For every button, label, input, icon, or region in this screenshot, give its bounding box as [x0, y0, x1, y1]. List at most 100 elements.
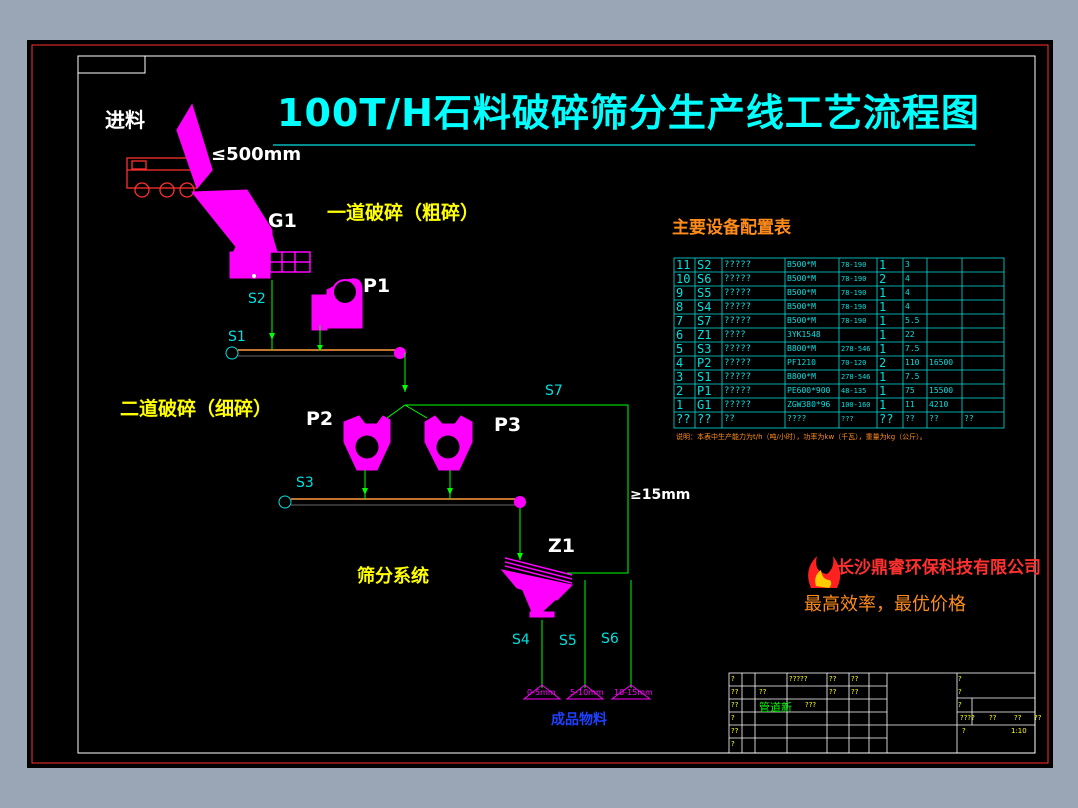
- equipment-table-cell: ??: [929, 414, 939, 423]
- corner-tag-box: [77, 55, 146, 74]
- vibrating-feeder-G1: [190, 189, 311, 279]
- title-block-cell: ?: [962, 727, 966, 735]
- title-block-cell: ??: [1034, 714, 1042, 722]
- equipment-table-cell: [964, 287, 1003, 299]
- product-label: 成品物料: [551, 712, 607, 728]
- equipment-table-cell: 7: [676, 315, 684, 327]
- belt-S4-label: S4: [512, 632, 530, 648]
- equipment-table-grid: [673, 257, 1005, 429]
- company-name: 长沙鼎睿环保科技有限公司: [837, 558, 1041, 578]
- equipment-table-cell: 6: [676, 329, 684, 341]
- equipment-table-cell: 9: [676, 287, 684, 299]
- equipment-table-cell: 1: [879, 287, 887, 299]
- vibrating-screen-Z1: [500, 557, 574, 618]
- equipment-table-cell: 70-120: [841, 359, 867, 367]
- cone-crusher-P2: [343, 415, 391, 471]
- equipment-table-cell: 4210: [929, 400, 949, 409]
- equipment-table-cell: 4: [676, 357, 684, 369]
- equipment-table-cell: [964, 259, 1003, 271]
- title-block-cell: ?: [731, 714, 735, 722]
- title-block-cell: ???: [805, 701, 817, 709]
- equipment-table-cell: ?????: [724, 316, 752, 326]
- belt-S5-label: S5: [559, 633, 577, 649]
- equipment-table-row: ?????????????????????: [674, 412, 1004, 426]
- title-block-grid: [728, 672, 1036, 754]
- belt-S2-label: S2: [248, 291, 266, 307]
- belt-S1-label: S1: [228, 329, 246, 345]
- equipment-table-cell: 3: [676, 371, 684, 383]
- equipment-table-cell: [929, 287, 961, 299]
- belt-conveyor-S3: [278, 495, 526, 509]
- equipment-table-cell: 2: [879, 357, 887, 369]
- equipment-table-cell: ??: [964, 414, 974, 423]
- product-0-5: 0-5mm: [527, 688, 556, 697]
- title-block-cell: ?: [958, 675, 962, 683]
- equipment-table-cell: 78-190: [841, 261, 867, 269]
- product-5-10: 5-10mm: [570, 688, 604, 697]
- belt-S7-label: S7: [545, 383, 563, 399]
- screening-label: 筛分系统: [357, 566, 429, 587]
- equipment-table-cell: ?????: [724, 260, 752, 270]
- title-block-cell: ????: [960, 714, 975, 722]
- equipment-table-cell: [964, 371, 1003, 383]
- equipment-table-cell: 1: [879, 259, 887, 271]
- equipment-table-cell: B500*M: [787, 274, 816, 283]
- equipment-table-cell: [929, 343, 961, 355]
- equipment-table-cell: 5.5: [905, 316, 920, 325]
- title-block-cell: ?????: [789, 675, 808, 683]
- drawing-sheet: 100T/H石料破碎筛分生产线工艺流程图 进料 ≤500mm 一道破碎（粗碎） …: [27, 40, 1053, 768]
- equipment-table-cell: 78-190: [841, 275, 867, 283]
- equipment-table-cell: 11: [676, 259, 691, 271]
- equipment-table-cell: [929, 301, 961, 313]
- tag-P1: P1: [363, 275, 391, 297]
- equipment-table-cell: 1: [879, 343, 887, 355]
- equipment-table-cell: [929, 329, 961, 341]
- title-block-cell: ?: [731, 740, 735, 748]
- dump-truck-icon: [126, 103, 213, 198]
- equipment-table-cell: 10: [676, 273, 691, 285]
- equipment-table-cell: PE600*900: [787, 386, 831, 395]
- equipment-table-cell: [964, 399, 1003, 411]
- belt-S6-label: S6: [601, 631, 619, 647]
- title-block-cell: 1:10: [1011, 727, 1027, 735]
- equipment-table-cell: 48-135: [841, 387, 867, 395]
- equipment-table-cell: ??: [879, 413, 894, 425]
- equipment-table-cell: S2: [697, 259, 712, 271]
- equipment-table-cell: [929, 371, 961, 383]
- equipment-table-cell: [929, 273, 961, 285]
- feed-size-label: ≤500mm: [211, 144, 302, 165]
- equipment-table-cell: ?????: [724, 386, 752, 396]
- equipment-table-cell: P2: [697, 357, 712, 369]
- equipment-table-cell: B800*M: [787, 372, 816, 381]
- equipment-table-note: 说明：本表中生产能力为t/h（吨/小时），功率为kw（千瓦），重量为kg（公斤）…: [676, 433, 927, 441]
- title-block-cell: ??: [851, 688, 859, 696]
- equipment-table-cell: 7.5: [905, 372, 920, 381]
- equipment-table-cell: S3: [697, 343, 712, 355]
- title-block-cell: ??: [731, 688, 739, 696]
- jaw-crusher-P1: [311, 278, 363, 331]
- equipment-table-cell: 4: [905, 288, 910, 297]
- equipment-table-cell: B500*M: [787, 302, 816, 311]
- title-block-cell: ??: [829, 675, 837, 683]
- equipment-table-cell: ?????: [724, 302, 752, 312]
- page-title: 100T/H石料破碎筛分生产线工艺流程图: [277, 91, 980, 135]
- equipment-table-cell: 7.5: [905, 344, 920, 353]
- equipment-table-cell: 16500: [929, 358, 954, 367]
- feed-label: 进料: [105, 108, 145, 132]
- equipment-table-cell: 78-190: [841, 289, 867, 297]
- outer-frame: [31, 44, 1049, 764]
- company-flame-logo: [808, 556, 841, 588]
- equipment-table-cell: 1: [879, 371, 887, 383]
- title-block-cell: ??: [759, 688, 767, 696]
- equipment-table-cell: 110: [905, 358, 920, 367]
- equipment-table-cell: 1: [879, 315, 887, 327]
- equipment-table-cell: G1: [697, 399, 712, 411]
- title-block-cell: ?: [958, 701, 962, 709]
- equipment-table-cell: 1: [676, 399, 684, 411]
